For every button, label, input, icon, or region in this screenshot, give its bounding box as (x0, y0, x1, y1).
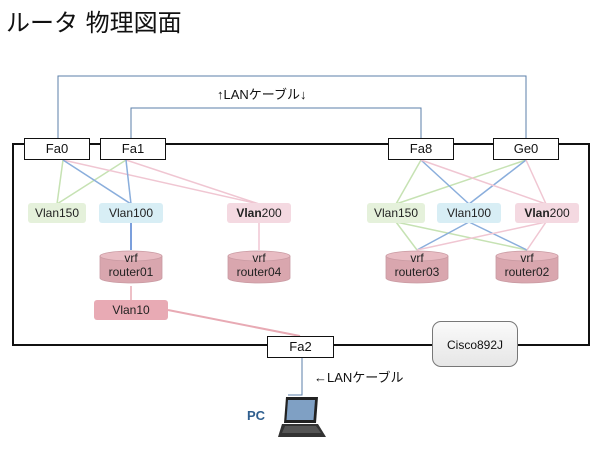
lan-cable-label-top: ↑LANケーブル↓ (217, 87, 307, 102)
vrf-label: vrf (410, 251, 424, 265)
line-vlan200-router03 (416, 221, 547, 251)
vlan-100-right: Vlan100 (437, 203, 501, 223)
port-fa0: Fa0 (24, 138, 90, 160)
line-ge0-vlan100 (468, 159, 527, 205)
vrf-cylinder-shape (227, 250, 291, 284)
vlan-150-right: Vlan150 (367, 203, 425, 223)
vlan-10: Vlan10 (94, 300, 168, 320)
line-fa1-vlan200 (125, 159, 260, 205)
port-ge0: Ge0 (493, 138, 559, 160)
vrf-cylinder-shape (99, 250, 163, 284)
vrf-cylinder-shape (385, 250, 449, 284)
line-ge0-vlan200 (525, 159, 547, 205)
line-vlan10-fa2 (167, 309, 301, 337)
line-fa8-vlan200 (420, 159, 547, 205)
line-vlan150-router03 (395, 221, 418, 251)
line-fa1-vlan100 (125, 159, 132, 205)
lan-cable-fa2-pc (288, 357, 303, 396)
port-fa8: Fa8 (388, 138, 454, 160)
vrf-label: vrf (520, 251, 534, 265)
line-vlan100-router02 (468, 221, 528, 251)
line-fa0-vlan100 (62, 159, 132, 205)
vlan-150-left: Vlan150 (28, 203, 86, 223)
vlan-200-right-prefix: Vlan (524, 206, 550, 220)
line-fa8-vlan150 (395, 159, 422, 205)
vlan-200-left-number: 200 (261, 206, 282, 220)
line-vlan150-router02 (395, 221, 528, 251)
line-fa8-vlan100 (420, 159, 470, 205)
line-vlan100-router03 (416, 221, 470, 251)
line-fa0-vlan200 (62, 159, 260, 205)
vlan-100-left: Vlan100 (99, 203, 163, 223)
pc-label: PC (247, 408, 266, 423)
vrf-label: vrf (252, 251, 266, 265)
page-title: ルータ 物理図面 (6, 9, 182, 37)
vlan-200-left: Vlan200 (227, 203, 291, 223)
lan-cable-label-pc: ←LANケーブル (314, 370, 404, 385)
vlan-200-right-number: 200 (549, 206, 570, 220)
router-name: router04 (236, 265, 282, 279)
vrf-cylinder-shape (495, 250, 559, 284)
line-fa1-vlan150 (56, 159, 127, 205)
router-name: router03 (394, 265, 440, 279)
port-fa2: Fa2 (267, 336, 334, 358)
router-name: router02 (504, 265, 550, 279)
router-name: router01 (108, 265, 154, 279)
lan-cable-fa1-fa8 (130, 107, 422, 140)
vlan-200-left-prefix: Vlan (236, 206, 262, 220)
line-vlan200-router02 (526, 221, 547, 251)
vrf-label: vrf (124, 251, 138, 265)
lan-cable-fa0-ge0 (57, 75, 527, 140)
vlan-200-right: Vlan200 (515, 203, 579, 223)
line-fa0-vlan150 (56, 159, 64, 205)
port-fa1: Fa1 (100, 138, 166, 160)
line-ge0-vlan150 (395, 159, 527, 205)
device-model-label: Cisco892J (432, 321, 518, 367)
laptop-icon (278, 397, 326, 437)
